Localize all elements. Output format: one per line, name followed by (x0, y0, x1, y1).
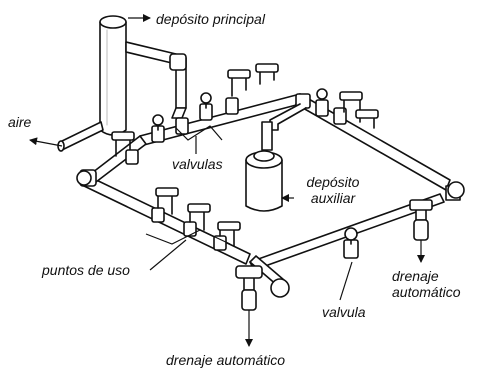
auto-drain-right-label-line1: drenaje (392, 268, 439, 284)
valve-leader (339, 261, 353, 301)
front-valve (343, 227, 359, 259)
main-tank (99, 15, 127, 136)
rear-valves (151, 92, 239, 143)
air-leader (29, 137, 63, 147)
air-inlet-pipe (57, 121, 104, 152)
auto-drain-right-label: drenaje automático (392, 268, 460, 300)
aux-tank-label: depósito auxiliar (300, 174, 366, 206)
auto-drain-right (409, 199, 433, 241)
valves-label: valvulas (172, 156, 223, 172)
auto-drain-bottom-label: drenaje automático (166, 352, 286, 368)
left-pipe (76, 135, 251, 265)
points-of-use (151, 187, 241, 251)
points-of-use-bracket (145, 229, 231, 245)
aux-tank-label-line2: auxiliar (310, 190, 356, 206)
left-drop (111, 131, 139, 165)
main-tank-outlet-pipe (125, 41, 187, 119)
air-label: aire (8, 114, 32, 130)
auto-drain-bottom (235, 265, 263, 311)
points-of-use-label: puntos de uso (42, 262, 130, 278)
main-tank-label: depósito principal (156, 11, 265, 27)
valves-bracket (175, 125, 223, 141)
points-of-use-leader (149, 239, 187, 271)
auxiliary-tank (245, 150, 283, 212)
auxiliary-tank-branch (261, 103, 307, 151)
aux-tank-label-line1: depósito (306, 174, 360, 190)
valve-label: valvula (322, 304, 366, 320)
rear-drops (227, 63, 379, 129)
auto-drain-right-label-line2: automático (392, 284, 461, 300)
